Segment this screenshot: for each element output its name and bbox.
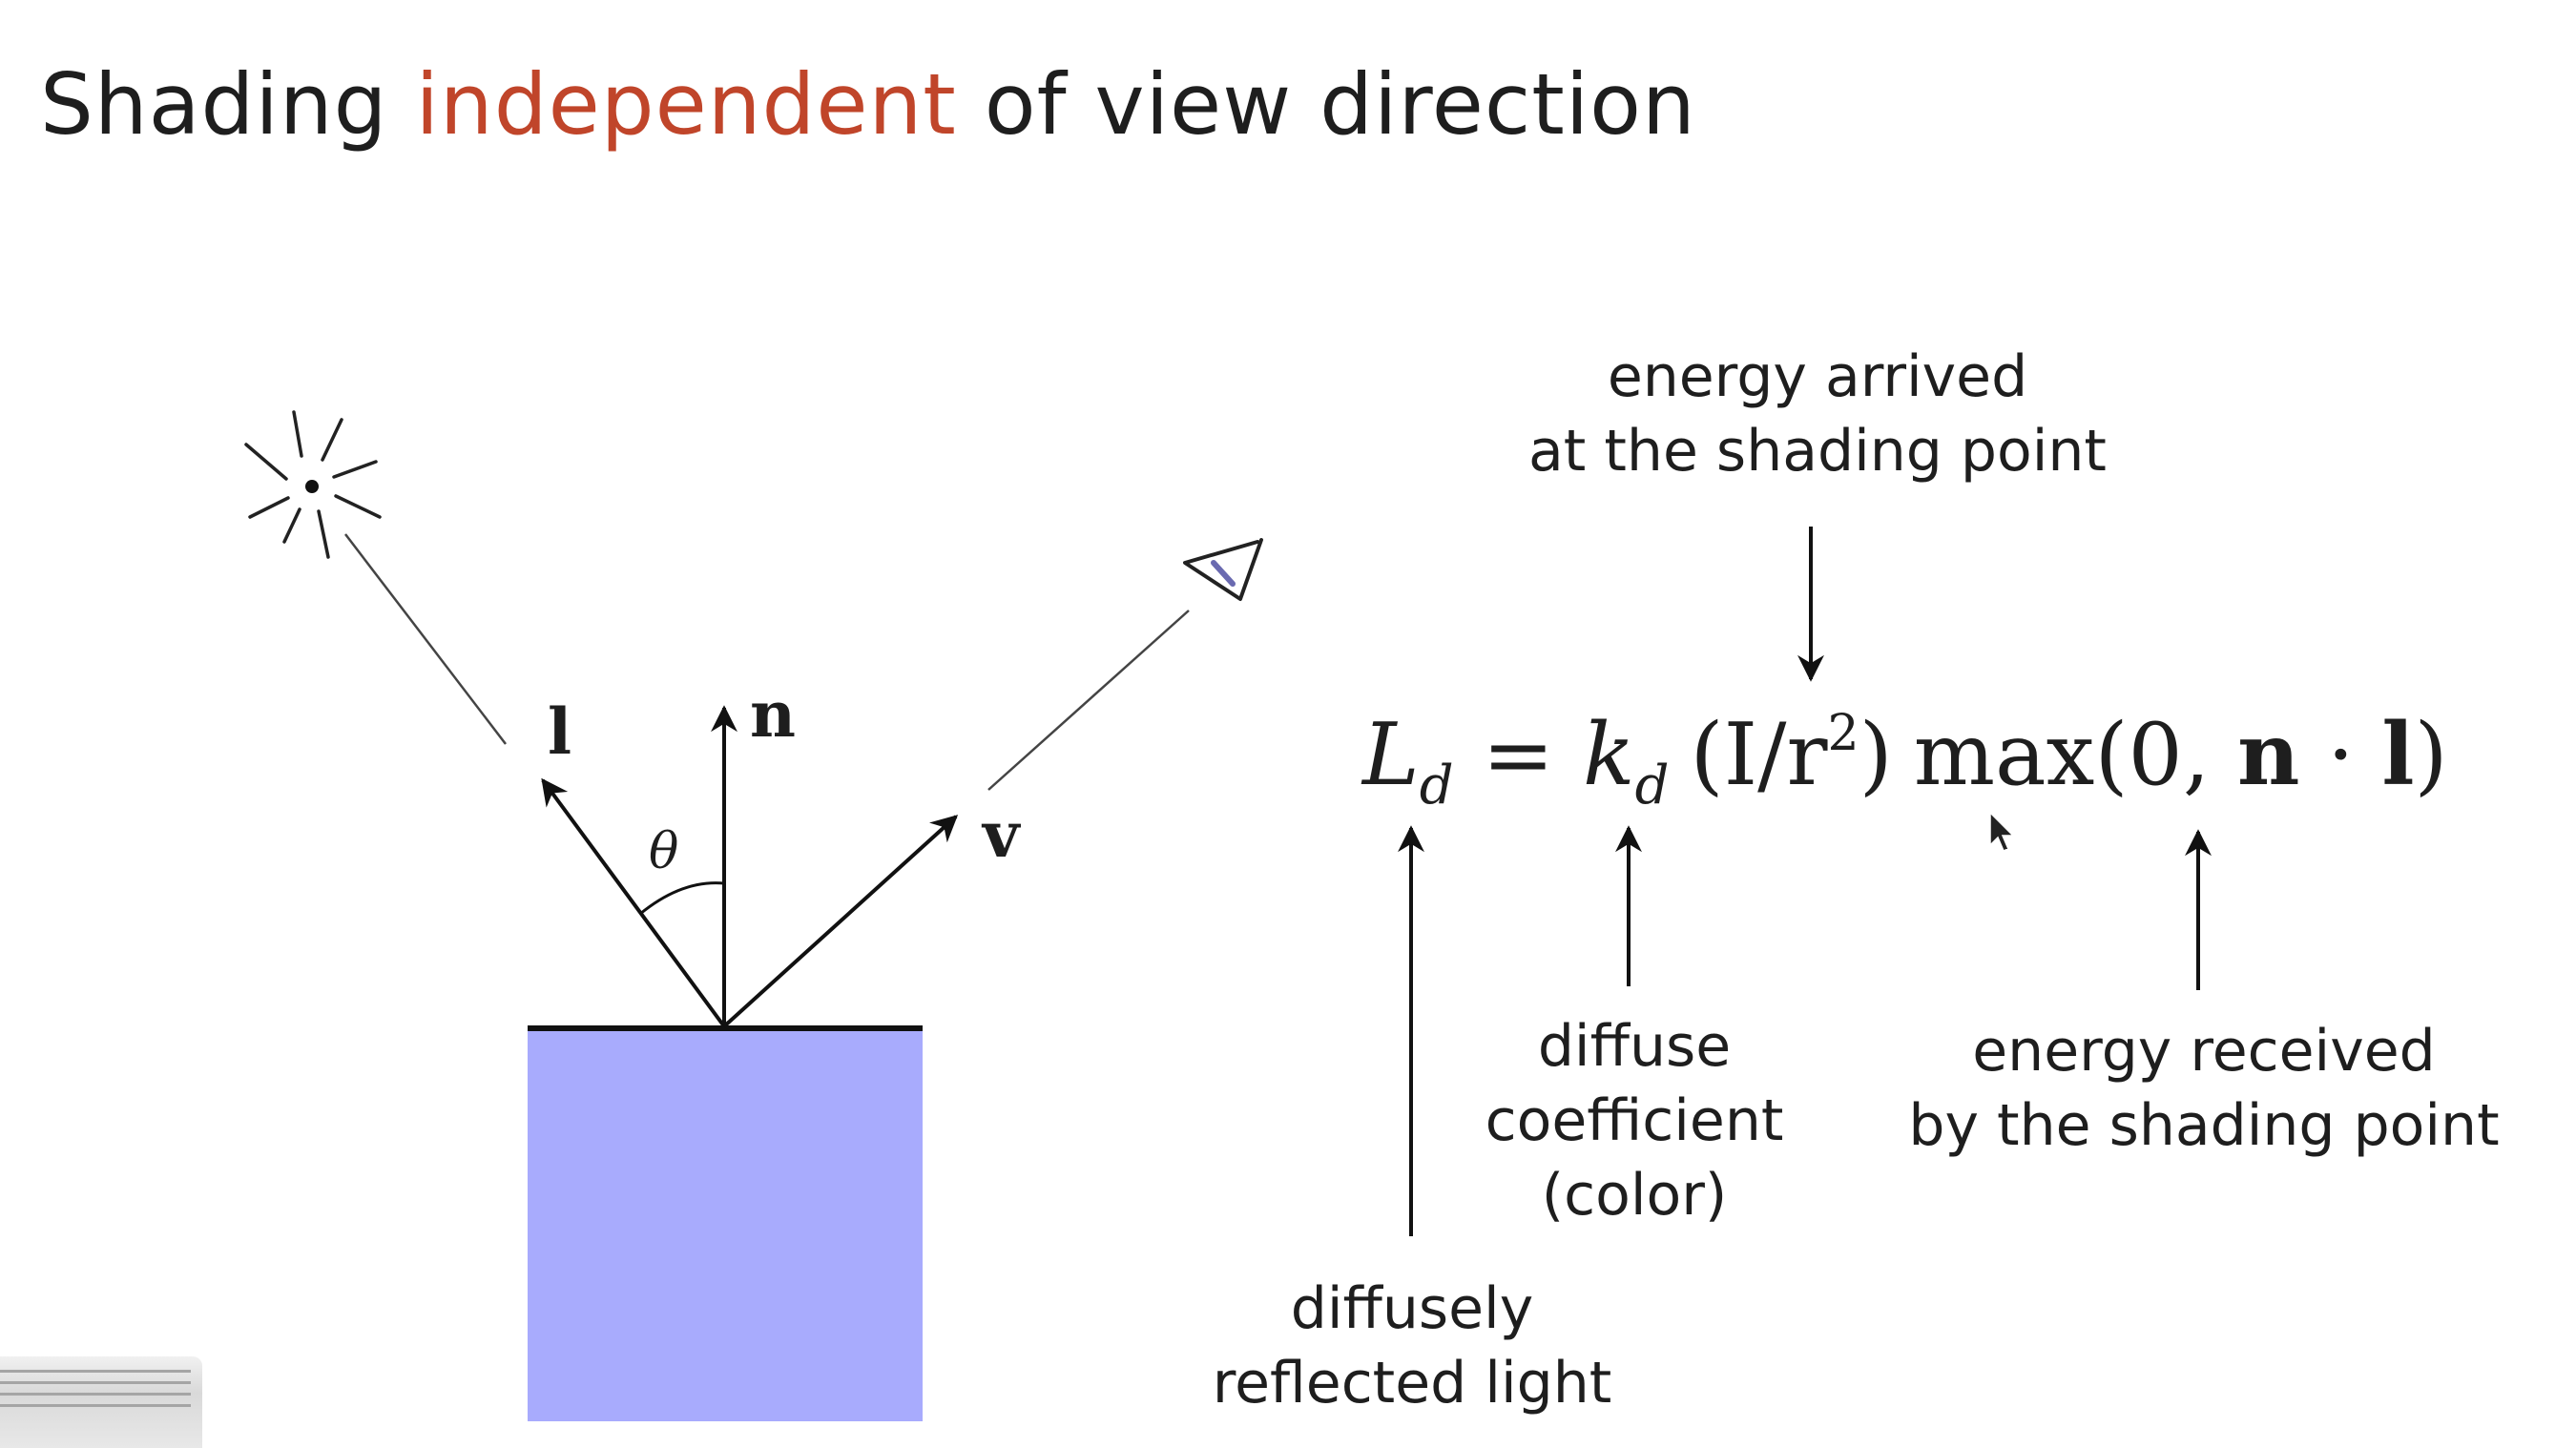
diffuse-coefficient-line-2: coefficient [1485,1087,1784,1154]
slide-title: Shading independent of view direction [40,55,1696,154]
energy-received-label: energy received by the shading point [1870,1014,2538,1163]
angle-label: θ [649,823,678,880]
energy-arrived-label: energy arrived at the shading point [1488,340,2147,488]
diffuse-formula: Ld=kd(I/r2)max(0, n · l) [1361,704,2448,817]
formula-n: n [2237,704,2299,805]
energy-arrived-line-1: energy arrived [1607,343,2028,410]
thumbnail-stripe [0,1370,191,1373]
formula-close-paren: ) [1859,705,1893,805]
formula-L: L [1361,705,1420,805]
normal-vector-label: n [750,677,796,752]
light-source-icon [244,410,382,559]
formula-k: k [1583,705,1635,805]
formula-sub-d2: d [1635,755,1670,817]
formula-l: l [2381,704,2414,805]
formula-text: Ld=kd(I/r2)max(0, n · l) [1361,704,2448,817]
view-vector-label: v [981,797,1021,872]
view-ray-line [987,610,1190,791]
light-ray-line [344,533,507,745]
thumbnail-stripe [0,1393,191,1396]
energy-received-line-2: by the shading point [1908,1092,2500,1159]
formula-max-open: max(0, [1914,705,2237,805]
mouse-cursor-icon [1989,811,2015,852]
angle-arc [639,881,725,916]
title-text-start: Shading [40,55,416,154]
formula-max-close: ) [2415,705,2448,805]
surface-block [528,1028,923,1421]
corner-video-thumbnail [0,1356,202,1448]
energy-received-line-1: energy received [1972,1018,2436,1085]
formula-square: 2 [1827,705,1859,762]
diffusely-reflected-label: diffusely reflected light [1159,1272,1665,1420]
thumbnail-stripe [0,1404,191,1407]
energy-arrived-line-2: at the shading point [1528,418,2107,485]
diffusely-reflected-line-2: reflected light [1212,1350,1612,1417]
formula-equals: = [1483,705,1554,805]
thumbnail-stripe [0,1381,191,1384]
eye-icon [1183,538,1263,601]
diffuse-coefficient-line-1: diffuse [1537,1013,1732,1080]
diffusely-reflected-line-1: diffusely [1290,1275,1534,1342]
diffuse-coefficient-label: diffuse coefficient (color) [1444,1009,1825,1232]
title-accent-word: independent [415,55,957,154]
formula-dot: · [2299,705,2381,805]
light-vector-label: l [548,694,571,769]
diffuse-coefficient-line-3: (color) [1541,1162,1728,1229]
view-vector-arrow [722,815,959,1028]
formula-sub-d1: d [1420,755,1454,817]
title-text-end: of view direction [956,55,1696,154]
formula-intensity: (I/r [1690,705,1828,805]
light-vector-arrow [541,777,726,1028]
